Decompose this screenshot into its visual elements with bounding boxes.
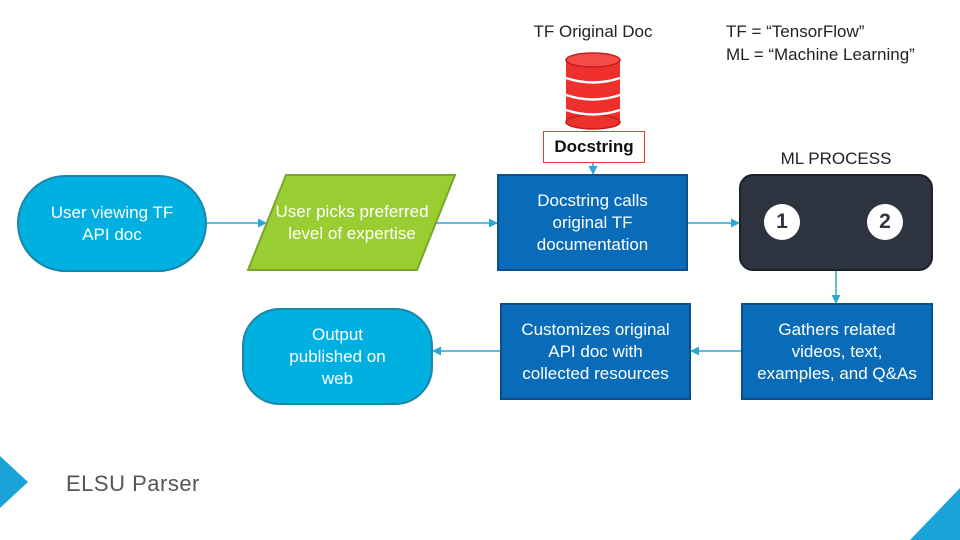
node-ml-process: 1 2	[739, 174, 933, 271]
node-user-viewing-label: User viewing TF API doc	[50, 202, 174, 244]
user-picks-shape	[246, 174, 457, 271]
ml-step-2-badge: 2	[867, 204, 903, 240]
node-gathers-label: Gathers related videos, text, examples, …	[757, 319, 917, 383]
definitions-legend: TF = “TensorFlow” ML = “Machine Learning…	[726, 20, 956, 66]
footer-title: ELSU Parser	[66, 471, 200, 496]
database-icon	[565, 52, 621, 130]
database-title: TF Original Doc	[533, 22, 653, 41]
node-user-picks: User picks preferred level of expertise	[272, 176, 432, 270]
node-customizes-label: Customizes original API doc with collect…	[521, 319, 670, 383]
definition-ml: ML = “Machine Learning”	[726, 45, 915, 64]
node-docstring-calls-label: Docstring calls original TF documentatio…	[536, 190, 649, 254]
docstring-label: Docstring	[543, 131, 645, 163]
ml-step-1-badge: 1	[764, 204, 800, 240]
node-gathers: Gathers related videos, text, examples, …	[741, 303, 933, 400]
definition-tf: TF = “TensorFlow”	[726, 22, 865, 41]
node-user-viewing: User viewing TF API doc	[17, 175, 207, 272]
node-customizes: Customizes original API doc with collect…	[500, 303, 691, 400]
corner-triangle-right	[910, 488, 960, 540]
node-user-picks-label: User picks preferred level of expertise	[275, 202, 429, 243]
node-output-label: Output published on web	[289, 324, 386, 388]
corner-triangle-left	[0, 456, 28, 508]
ml-process-title: ML PROCESS	[780, 149, 892, 168]
node-docstring-calls: Docstring calls original TF documentatio…	[497, 174, 688, 271]
node-output: Output published on web	[242, 308, 433, 405]
